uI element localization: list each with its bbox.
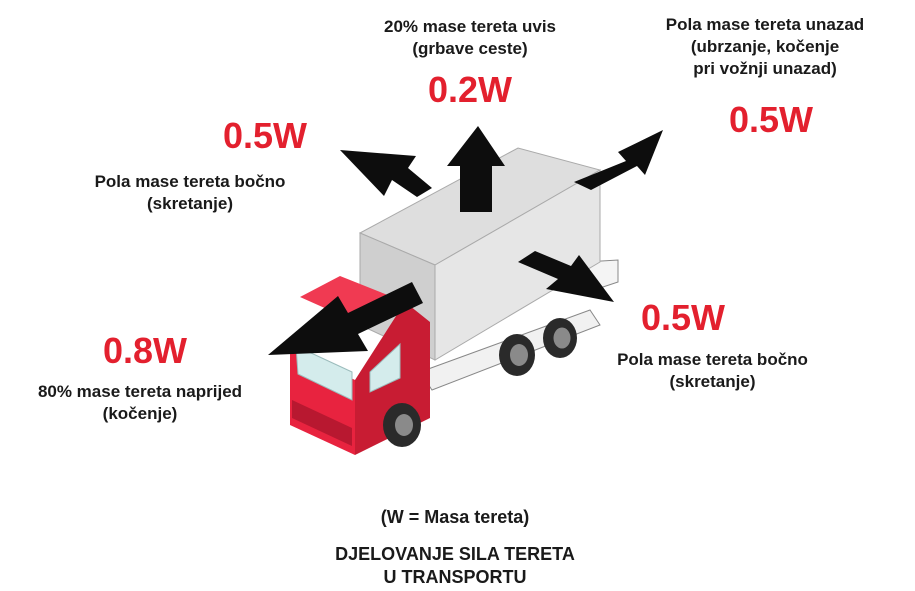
cab-side-window	[369, 342, 401, 393]
force-up-label-line-2: (grbave ceste)	[412, 39, 528, 58]
arrow-side-right	[518, 251, 614, 302]
force-back-label-line-3: pri vožnji unazad)	[693, 59, 837, 78]
force-side-left-label: Pola mase tereta bočno (skretanje)	[55, 171, 325, 215]
force-forward-value: 0.8W	[102, 330, 188, 371]
force-side-right-label: Pola mase tereta bočno (skretanje)	[575, 349, 850, 393]
force-forward-label-line-2: (kočenje)	[102, 404, 178, 423]
force-side-right-value: 0.5W	[640, 297, 726, 338]
cab-windshield	[295, 345, 353, 401]
caption-line-2: U TRANSPORTU	[383, 567, 527, 587]
arrow-forward	[268, 282, 423, 355]
cargo-box-front	[434, 169, 601, 361]
force-back-label: Pola mase tereta unazad (ubrzanje, kočen…	[635, 14, 895, 80]
caption-line-1: DJELOVANJE SILA TERETA	[335, 544, 575, 564]
cab-grille	[292, 400, 352, 446]
force-side-right-label-line-1: Pola mase tereta bočno	[617, 350, 808, 369]
force-side-left-label-line-2: (skretanje)	[147, 194, 233, 213]
force-arrows	[268, 126, 663, 355]
force-side-left-label-line-1: Pola mase tereta bočno	[94, 172, 286, 191]
force-side-right-label-line-2: (skretanje)	[669, 372, 756, 391]
diagram-caption: DJELOVANJE SILA TERETA U TRANSPORTU	[300, 543, 610, 589]
arrow-up	[447, 126, 505, 212]
rear-wheel-2	[543, 318, 577, 358]
arrow-back	[574, 130, 663, 190]
force-up-value: 0.2W	[427, 69, 513, 110]
force-forward-label-line-1: 80% mase tereta naprijed	[37, 382, 243, 401]
force-forward-label: 80% mase tereta naprijed (kočenje)	[0, 381, 280, 425]
force-up-label: 20% mase tereta uvis (grbave ceste)	[340, 16, 600, 60]
arrow-side-left	[340, 150, 432, 197]
force-back-label-line-1: Pola mase tereta unazad	[665, 15, 865, 34]
force-back-label-line-2: (ubrzanje, kočenje	[690, 37, 840, 56]
front-wheel	[383, 403, 421, 447]
legend-text: (W = Masa tereta)	[380, 507, 530, 527]
force-back-value: 0.5W	[728, 99, 814, 140]
force-up-label-line-1: 20% mase tereta uvis	[384, 17, 556, 36]
rear-wheel-1	[499, 334, 535, 376]
force-side-left-value: 0.5W	[222, 115, 308, 156]
